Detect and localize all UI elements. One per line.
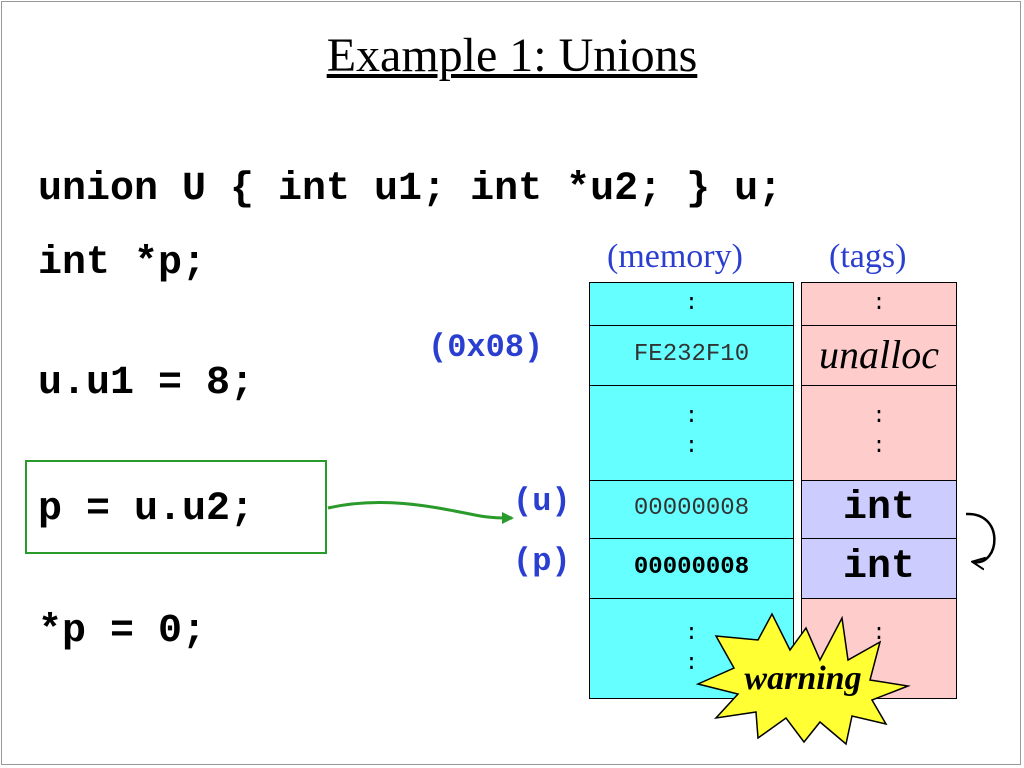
address-label-u: (u) (513, 483, 571, 520)
tags-row-top: : (802, 283, 956, 325)
memory-ellipsis: : (684, 651, 699, 676)
memory-row-gap: : : (590, 385, 793, 480)
tags-ellipsis: : (872, 434, 886, 459)
tags-column: : unalloc : : int int : (801, 282, 957, 699)
tags-row-gap: : : (802, 385, 956, 480)
tag-int-u: int (802, 480, 956, 538)
code-line-assign-p: p = u.u2; (38, 487, 255, 532)
tags-ellipsis: : (872, 404, 886, 429)
code-line-union-decl: union U { int u1; int *u2; } u; (38, 167, 783, 212)
highlight-box (25, 460, 327, 554)
memory-header: (memory) (607, 238, 743, 275)
tags-row-bottom: : (802, 598, 956, 698)
memory-value-u: 00000008 (633, 495, 750, 522)
address-label-p: (p) (513, 543, 571, 580)
tags-row-0x08: unalloc (802, 325, 956, 385)
address-label-0x08: (0x08) (428, 329, 544, 366)
memory-ellipsis: : (684, 621, 699, 646)
code-line-deref-p: *p = 0; (38, 609, 207, 654)
memory-row-top: : (590, 283, 793, 325)
memory-row-p: 00000008 (590, 538, 793, 598)
memory-row-0x08: FE232F10 (590, 325, 793, 385)
code-line-assign-u1: u.u1 = 8; (38, 361, 255, 406)
memory-ellipsis: : (684, 434, 699, 459)
tags-ellipsis: : (872, 621, 886, 646)
memory-value-0x08: FE232F10 (633, 341, 750, 368)
warning-label: warning (744, 660, 862, 697)
memory-ellipsis: : (684, 404, 699, 429)
memory-row-u: 00000008 (590, 480, 793, 538)
tag-unalloc: unalloc (819, 332, 939, 377)
code-line-pointer-decl: int *p; (38, 241, 207, 286)
tag-propagation-arrow (965, 512, 996, 562)
tags-ellipsis: : (872, 291, 886, 316)
tags-header: (tags) (829, 238, 907, 275)
tag-int-p: int (802, 538, 956, 598)
warning-starburst (695, 612, 911, 746)
memory-row-bottom: : : (590, 598, 793, 698)
memory-column: : FE232F10 : : 00000008 00000008 : : (589, 282, 794, 699)
slide-title: Example 1: Unions (326, 29, 698, 82)
memory-value-p: 00000008 (633, 554, 750, 581)
memory-ellipsis: : (684, 291, 699, 316)
highlight-arrow (327, 500, 514, 524)
